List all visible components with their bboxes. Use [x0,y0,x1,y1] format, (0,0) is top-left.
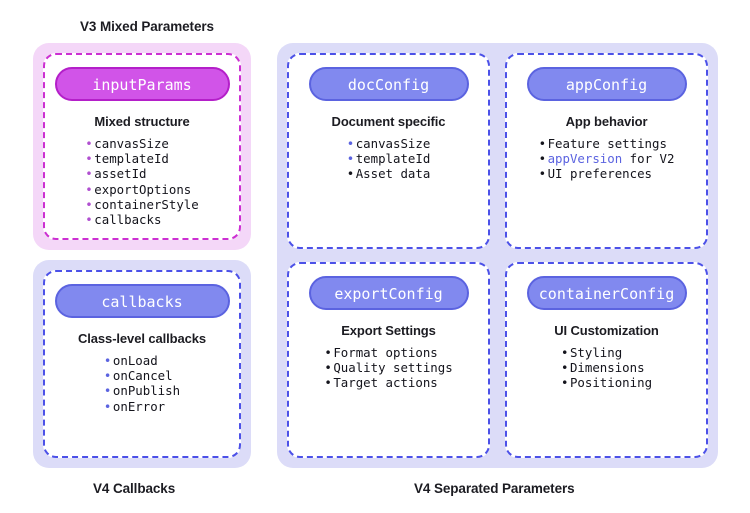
bullet-list-app-config: •Feature settings•appVersion for V2•UI p… [539,136,675,182]
bullet-dot-icon: • [538,151,547,167]
bullet-item: •UI preferences [539,166,675,181]
bullet-item: •assetId [85,166,198,181]
bullet-item-label: canvasSize [94,136,169,151]
bullet-item-label: assetId [94,166,147,182]
bullet-dot-icon: • [538,166,547,182]
panel-v4-separated-parameters: docConfig Document specific •canvasSize•… [277,43,718,468]
bullet-item-label: onError [112,398,166,414]
card-title-app-config: App behavior [565,114,648,129]
pill-input-params[interactable]: inputParams [54,67,230,101]
bullet-item-label: Styling [569,345,623,360]
bullet-item: •onError [104,399,180,414]
bullet-dot-icon: • [85,196,93,212]
card-callbacks[interactable]: callbacks Class-level callbacks •onLoad•… [43,270,241,458]
bullet-item-label: containerStyle [94,196,199,212]
bullet-list-container-config: •Styling•Dimensions•Positioning [561,345,652,391]
bullet-item: •Asset data [347,166,431,181]
card-title-container-config: UI Customization [554,323,659,338]
bullet-list-input-params: •canvasSize•templateId•assetId•exportOpt… [85,136,198,227]
bullet-item: •Format options [324,345,452,360]
bullet-dot-icon: • [103,383,112,399]
bullet-item-label: canvasSize [355,136,431,151]
card-title-callbacks: Class-level callbacks [78,331,206,346]
bullet-item-label: UI preferences [547,166,653,182]
card-title-export-config: Export Settings [341,323,436,338]
bullet-dot-icon: • [103,398,112,414]
panel-v3-mixed-parameters: inputParams Mixed structure •canvasSize•… [33,43,251,250]
bullet-item: •Dimensions [561,360,652,375]
bullet-dot-icon: • [85,166,93,182]
caption-v3-mixed-parameters: V3 Mixed Parameters [80,19,214,34]
bullet-dot-icon: • [538,136,547,151]
separated-parameters-grid: docConfig Document specific •canvasSize•… [287,53,708,458]
bullet-dot-icon: • [324,360,332,376]
pill-export-config[interactable]: exportConfig [308,276,469,310]
bullet-item: •Target actions [324,375,452,390]
panel-v4-callbacks: callbacks Class-level callbacks •onLoad•… [33,260,251,468]
bullet-item-label: Quality settings [333,360,453,376]
bullet-item-label: Asset data [355,166,431,182]
bullet-dot-icon: • [103,368,112,384]
bullet-item: •Styling [561,345,652,360]
bullet-dot-icon: • [346,151,355,167]
bullet-item-token: appVersion [547,151,623,167]
bullet-list-export-config: •Format options•Quality settings•Target … [324,345,452,391]
card-container-config[interactable]: containerConfig UI Customization •Stylin… [505,262,708,458]
card-doc-config[interactable]: docConfig Document specific •canvasSize•… [287,53,490,249]
bullet-item-label: Format options [333,345,438,360]
bullet-item: •onPublish [104,383,180,398]
bullet-dot-icon: • [85,151,93,167]
pill-doc-config[interactable]: docConfig [308,67,469,101]
bullet-dot-icon: • [560,375,569,391]
card-export-config[interactable]: exportConfig Export Settings •Format opt… [287,262,490,458]
bullet-item: •appVersion for V2 [539,151,675,166]
bullet-item: •exportOptions [85,182,198,197]
bullet-item-label: callbacks [94,212,162,228]
bullet-item-label: onLoad [112,353,158,368]
bullet-dot-icon: • [324,375,332,391]
card-input-params[interactable]: inputParams Mixed structure •canvasSize•… [43,53,241,240]
pill-app-config[interactable]: appConfig [526,67,687,101]
bullet-dot-icon: • [560,345,569,360]
bullet-item: •callbacks [85,212,198,227]
bullet-item: •canvasSize [85,136,198,151]
bullet-dot-icon: • [324,345,332,360]
bullet-dot-icon: • [85,181,93,197]
bullet-item-label: Dimensions [569,360,645,376]
bullet-item-label: appVersion for V2 [547,151,675,167]
bullet-item: •templateId [85,151,198,166]
pill-container-config[interactable]: containerConfig [526,276,687,310]
pill-callbacks[interactable]: callbacks [54,284,230,318]
caption-v4-callbacks: V4 Callbacks [93,481,176,496]
card-title-doc-config: Document specific [331,114,446,129]
bullet-list-callbacks: •onLoad•onCancel•onPublish•onError [104,353,180,414]
bullet-item: •templateId [347,151,431,166]
bullet-dot-icon: • [85,136,93,151]
bullet-item-label: Target actions [333,375,438,391]
bullet-dot-icon: • [103,353,112,368]
bullet-item: •onCancel [104,368,180,383]
card-title-input-params: Mixed structure [94,114,190,129]
bullet-item: •Quality settings [324,360,452,375]
card-app-config[interactable]: appConfig App behavior •Feature settings… [505,53,708,249]
bullet-item: •containerStyle [85,197,198,212]
bullet-item-label: onPublish [112,383,181,399]
bullet-dot-icon: • [346,136,355,151]
bullet-item: •canvasSize [347,136,431,151]
bullet-dot-icon: • [85,212,93,228]
bullet-item: •Feature settings [539,136,675,151]
caption-v4-separated-parameters: V4 Separated Parameters [414,481,575,496]
bullet-dot-icon: • [560,360,569,376]
bullet-item-label: onCancel [112,368,173,384]
bullet-item: •Positioning [561,375,652,390]
bullet-dot-icon: • [346,166,355,182]
bullet-item-label: Positioning [569,375,653,391]
bullet-item-label: templateId [94,151,169,167]
bullet-item-label: Feature settings [547,136,667,151]
bullet-item: •onLoad [104,353,180,368]
bullet-list-doc-config: •canvasSize•templateId•Asset data [347,136,431,182]
bullet-item-label: templateId [355,151,431,167]
bullet-item-label: exportOptions [94,181,192,197]
